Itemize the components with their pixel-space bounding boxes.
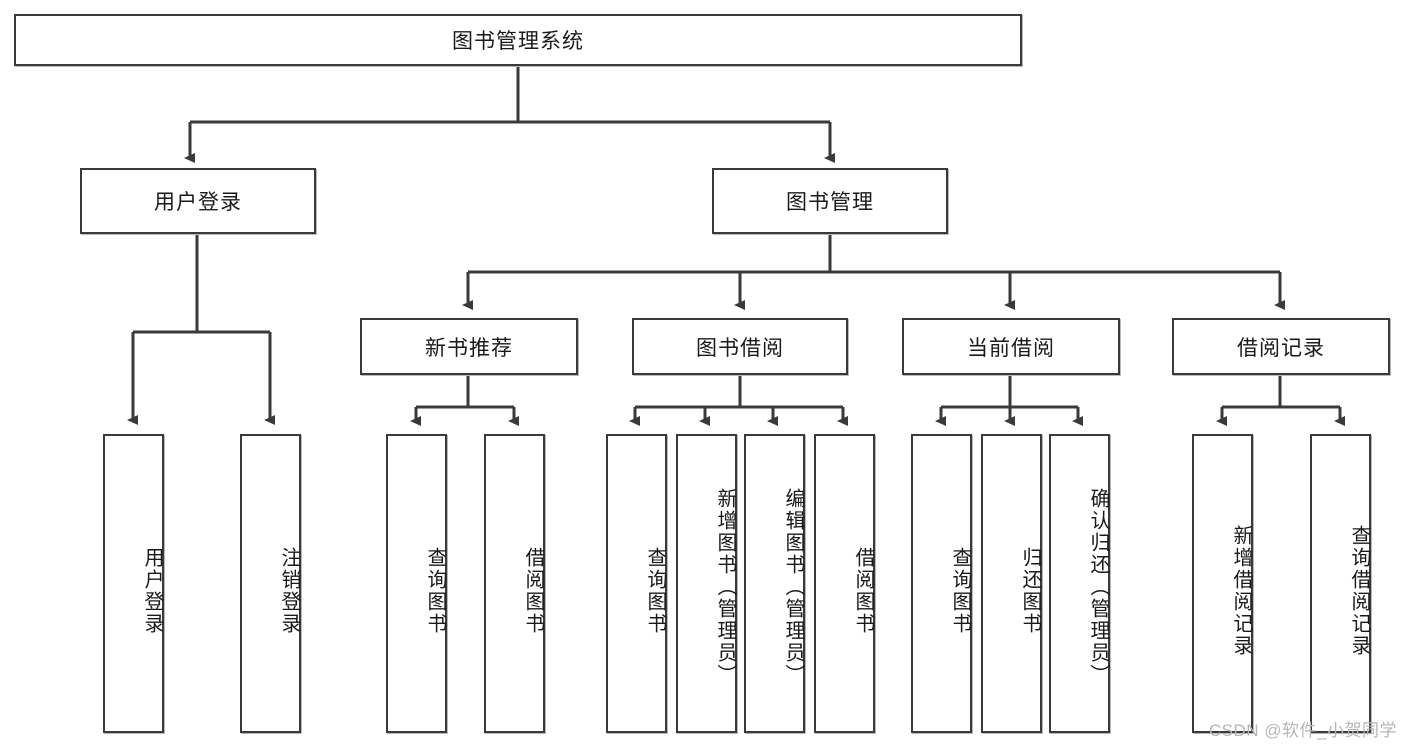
node-current-borrow[interactable]: 当前借阅: [902, 318, 1120, 375]
node-user-login[interactable]: 用户登录: [80, 168, 316, 234]
node-new-book-recommend[interactable]: 新书推荐: [360, 318, 578, 375]
node-book-borrow[interactable]: 图书借阅: [632, 318, 848, 375]
leaf-query-book-recommend[interactable]: 查询图书: [386, 434, 447, 733]
leaf-confirm-return-admin[interactable]: 确认归还（管理员）: [1049, 434, 1110, 733]
leaf-query-borrow-record[interactable]: 查询借阅记录: [1310, 434, 1371, 733]
leaf-edit-book-admin[interactable]: 编辑图书（管理员）: [744, 434, 805, 733]
node-root-title[interactable]: 图书管理系统: [14, 14, 1022, 66]
leaf-borrow-book-recommend[interactable]: 借阅图书: [484, 434, 545, 733]
leaf-add-book-admin[interactable]: 新增图书（管理员）: [676, 434, 737, 733]
node-borrow-record[interactable]: 借阅记录: [1172, 318, 1390, 375]
leaf-return-book[interactable]: 归还图书: [981, 434, 1042, 733]
leaf-borrow-book[interactable]: 借阅图书: [814, 434, 875, 733]
csdn-watermark: CSDN @软件_小贺同学: [1208, 721, 1397, 740]
leaf-query-book-borrow[interactable]: 查询图书: [606, 434, 667, 733]
leaf-logout[interactable]: 注销登录: [240, 434, 301, 733]
leaf-query-book-current[interactable]: 查询图书: [911, 434, 972, 733]
node-book-management[interactable]: 图书管理: [712, 168, 948, 234]
leaf-user-login[interactable]: 用户登录: [103, 434, 164, 733]
leaf-add-borrow-record[interactable]: 新增借阅记录: [1192, 434, 1253, 733]
